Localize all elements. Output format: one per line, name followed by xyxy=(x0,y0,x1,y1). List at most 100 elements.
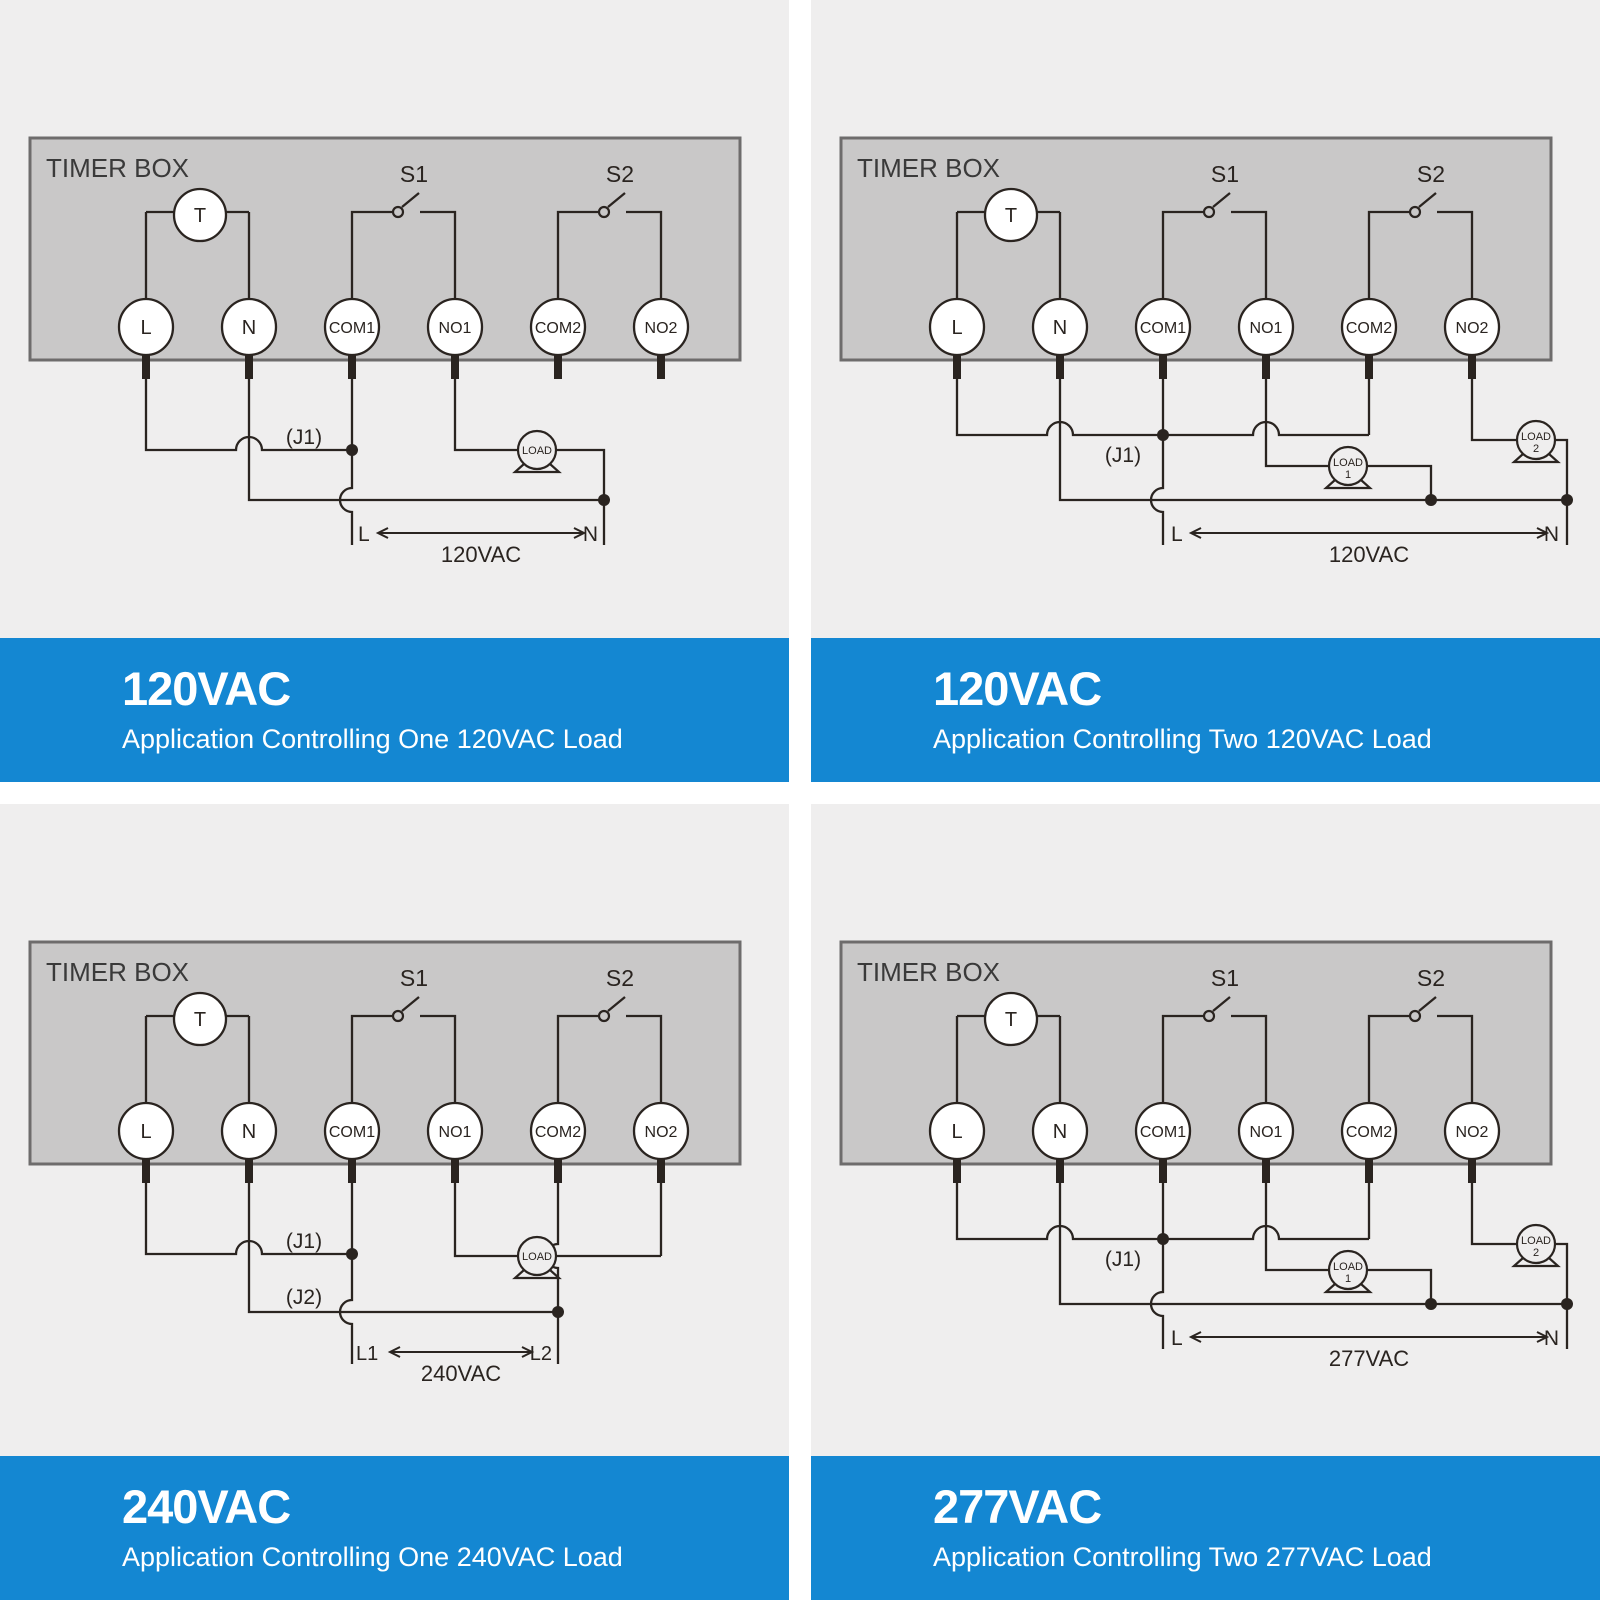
no1-load1-wire xyxy=(1264,1180,1329,1272)
terminal-COM1: COM1 xyxy=(323,1101,381,1183)
jumper-j1-wire xyxy=(955,376,1369,437)
load-label: LOAD xyxy=(1333,457,1363,469)
caption-title: 120VAC xyxy=(122,662,291,715)
no2-load2-wire xyxy=(1470,1180,1517,1246)
terminal-circle xyxy=(529,1101,587,1161)
timer-symbol: T xyxy=(955,991,1062,1103)
jumper-j1-label: (J1) xyxy=(1105,1248,1141,1271)
terminal-N: N xyxy=(1031,1101,1089,1183)
terminal-label: NO2 xyxy=(1456,1124,1489,1141)
terminal-label: COM1 xyxy=(329,320,375,337)
jumper-j1-label: (J1) xyxy=(286,1230,322,1253)
junction-dot xyxy=(1157,1233,1169,1245)
caption-band: 120VAC Application Controlling Two 120VA… xyxy=(811,638,1600,782)
switch-s1: S1 xyxy=(350,161,457,299)
switch-pivot xyxy=(597,205,611,219)
load-symbol-1: LOAD xyxy=(512,429,562,474)
voltage-measure-arrow xyxy=(375,527,587,539)
load-label: LOAD xyxy=(522,1251,552,1263)
jumper-j1-wire xyxy=(144,376,352,452)
terminal-circle xyxy=(1134,1101,1192,1161)
switch-arm xyxy=(1212,192,1231,208)
load-circle xyxy=(1327,445,1369,487)
terminal-COM1: COM1 xyxy=(1134,297,1192,379)
junction-dot xyxy=(552,1306,564,1318)
switch-s2-label: S2 xyxy=(606,161,634,187)
terminal-circle xyxy=(1340,297,1398,357)
jumper-j1-label: (J1) xyxy=(286,426,322,449)
timer-box-label: TIMER BOX xyxy=(46,957,189,987)
load1-return-wire xyxy=(1367,464,1433,500)
no1-load-wire xyxy=(453,376,518,452)
switch-arm xyxy=(1418,192,1437,208)
timer-letter: T xyxy=(194,205,206,227)
terminal-label: NO2 xyxy=(645,320,678,337)
switch-right-lead xyxy=(626,1014,663,1103)
timer-circle xyxy=(172,991,228,1047)
switch-pivot xyxy=(1408,1009,1422,1023)
terminal-label: NO1 xyxy=(1250,1124,1283,1141)
terminal-label: NO1 xyxy=(1250,320,1283,337)
arrowhead-left xyxy=(387,1346,401,1358)
line-supply-wire xyxy=(1149,435,1165,545)
switch-s1-label: S1 xyxy=(400,965,428,991)
caption-subtitle: Application Controlling Two 120VAC Load xyxy=(933,724,1432,754)
terminal-circle xyxy=(1340,1101,1398,1161)
jumper-j1-label: (J1) xyxy=(1105,444,1141,467)
terminal-N: N xyxy=(1031,297,1089,379)
load-circle xyxy=(1515,1223,1557,1265)
switch-s2-label: S2 xyxy=(606,965,634,991)
terminal-NO1: NO1 xyxy=(1237,297,1295,379)
terminal-COM1: COM1 xyxy=(323,297,381,379)
switch-s2: S2 xyxy=(556,965,663,1103)
supply-voltage-label: 120VAC xyxy=(1329,542,1409,567)
jumper-j1-wire xyxy=(144,1180,352,1256)
switch-arm xyxy=(401,996,420,1012)
terminal-label: N xyxy=(242,1121,256,1143)
terminal-circle xyxy=(1031,1101,1089,1161)
terminal-label: N xyxy=(1053,317,1067,339)
caption-subtitle: Application Controlling One 240VAC Load xyxy=(122,1542,623,1572)
load-stand xyxy=(1511,453,1561,464)
switch-right-lead xyxy=(420,210,457,299)
neutral-bus-wire xyxy=(247,376,604,502)
junction-dot xyxy=(346,1248,358,1260)
load-label: LOAD xyxy=(1521,431,1551,443)
timer-symbol: T xyxy=(144,991,251,1103)
supply-right-label: N xyxy=(1544,523,1559,546)
terminal-circle xyxy=(1134,297,1192,357)
terminal-L: L xyxy=(928,1101,986,1183)
switch-s2: S2 xyxy=(1367,965,1474,1103)
caption-band: 120VAC Application Controlling One 120VA… xyxy=(0,638,789,782)
voltage-measure-arrow xyxy=(387,1346,535,1358)
load2-return-wire xyxy=(1555,1242,1569,1304)
load-number: 2 xyxy=(1533,1247,1539,1259)
terminal-label: NO1 xyxy=(439,1124,472,1141)
terminal-label: N xyxy=(1053,1121,1067,1143)
load-stand xyxy=(1323,1283,1373,1294)
terminal-label: COM1 xyxy=(1140,320,1186,337)
switch-pivot xyxy=(391,1009,405,1023)
line-supply-wire xyxy=(1149,1239,1165,1349)
terminal-N: N xyxy=(220,1101,278,1183)
load-stand xyxy=(1323,479,1373,490)
supply-left-label: L xyxy=(358,523,370,546)
terminal-label: COM1 xyxy=(329,1124,375,1141)
supply-voltage-label: 120VAC xyxy=(441,542,521,567)
timer-box-label: TIMER BOX xyxy=(46,153,189,183)
switch-right-lead xyxy=(1437,1014,1474,1103)
terminal-COM2: COM2 xyxy=(529,297,587,379)
supply-left-label: L xyxy=(1171,1327,1183,1350)
